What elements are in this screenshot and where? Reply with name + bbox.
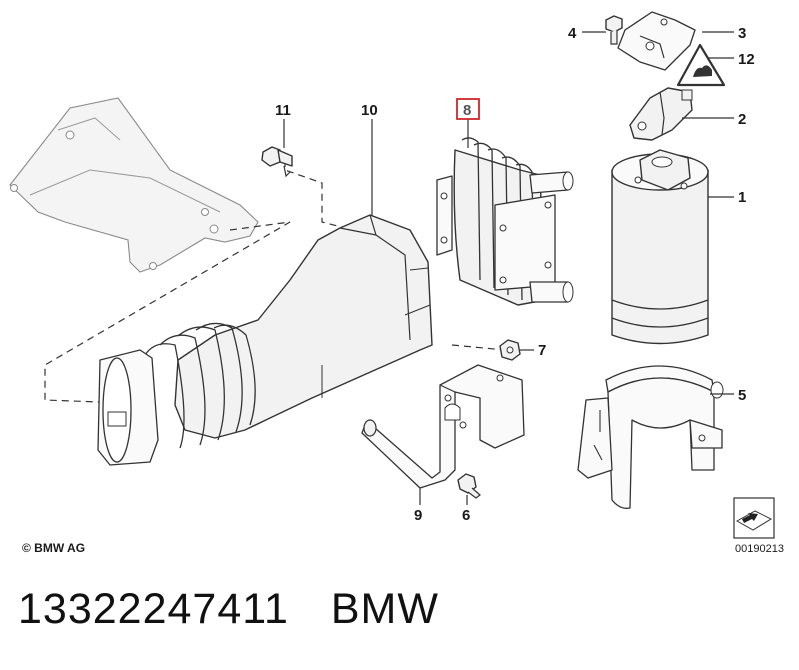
diagram-code: 00190213 [735,543,784,555]
warning-label [676,43,726,87]
callout-labels: 1 2 3 4 5 6 7 8 9 10 11 12 [275,25,755,524]
fuel-filter [611,149,709,345]
view-direction-icon [733,497,775,539]
callout-2: 2 [738,111,746,128]
callout-6: 6 [462,507,470,524]
brand-name: BMW [330,585,439,633]
filter-head [629,87,693,141]
callout-8: 8 [463,102,471,119]
callout-8-highlight [456,98,480,120]
leader-lines [283,31,734,505]
mounting-bracket [361,364,525,489]
oil-cooler [436,137,574,306]
parts-diagram-svg: 1 2 3 4 5 6 7 8 9 10 11 12 [9,11,755,524]
clamp-bracket [617,11,696,71]
callout-1: 1 [738,189,746,206]
copyright-notice: © BMW AG [22,541,86,555]
push-rivet [261,146,293,178]
callout-4: 4 [568,25,577,42]
part-number: 13322247411 [18,585,289,633]
screw [605,15,623,45]
parts-diagram: 1 2 3 4 5 6 7 8 9 10 11 12 [9,11,755,524]
filter-strap [577,365,724,509]
callout-5: 5 [738,387,746,404]
callout-10: 10 [361,102,378,119]
air-intake-duct [97,214,433,466]
part-caption: 13322247411 BMW [18,585,439,634]
callout-12: 12 [738,51,755,68]
callout-7: 7 [538,342,546,359]
hex-nut [499,339,521,361]
hex-bolt [457,473,481,499]
callout-3: 3 [738,25,746,42]
callout-11: 11 [275,102,291,119]
callout-9: 9 [414,507,422,524]
engine-cover-outline [9,97,259,273]
